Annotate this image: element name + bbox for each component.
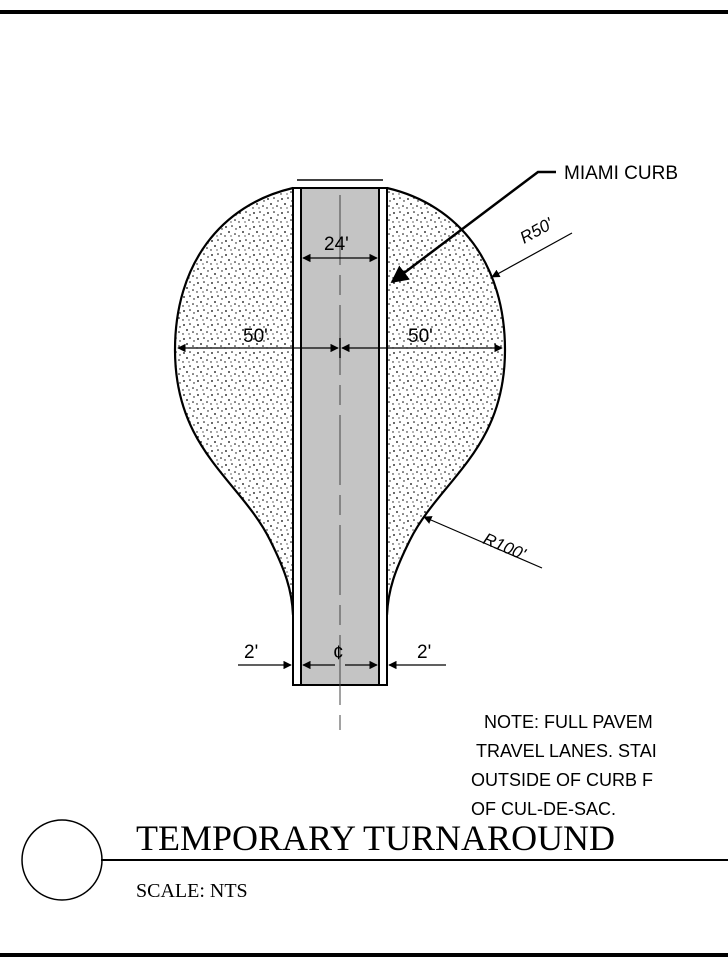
centerline-symbol: ¢ (333, 643, 344, 664)
note-line-2: TRAVEL LANES. STAI (476, 741, 657, 761)
drawing-title: TEMPORARY TURNAROUND (136, 818, 615, 858)
radius-top-label: R50' (517, 214, 557, 248)
note-line-1: NOTE: FULL PAVEM (484, 712, 653, 732)
pavement-width-label: 24' (324, 234, 349, 255)
right-curb-label: 2' (417, 642, 431, 663)
detail-bubble (21, 819, 103, 901)
left-curb-label: 2' (244, 642, 258, 663)
radius-lower-label: R100' (480, 529, 529, 564)
miami-curb-leader (390, 170, 556, 284)
note-line-4: OF CUL-DE-SAC. (471, 799, 616, 819)
scale-label: SCALE: NTS (136, 880, 248, 902)
left-half-label: 50' (243, 326, 268, 347)
right-half-label: 50' (408, 326, 433, 347)
note-line-3: OUTSIDE OF CURB F (471, 770, 653, 790)
miami-curb-label: MIAMI CURB (564, 163, 678, 184)
radius-top-leader (491, 232, 573, 278)
radius-lower-leader (423, 516, 543, 569)
